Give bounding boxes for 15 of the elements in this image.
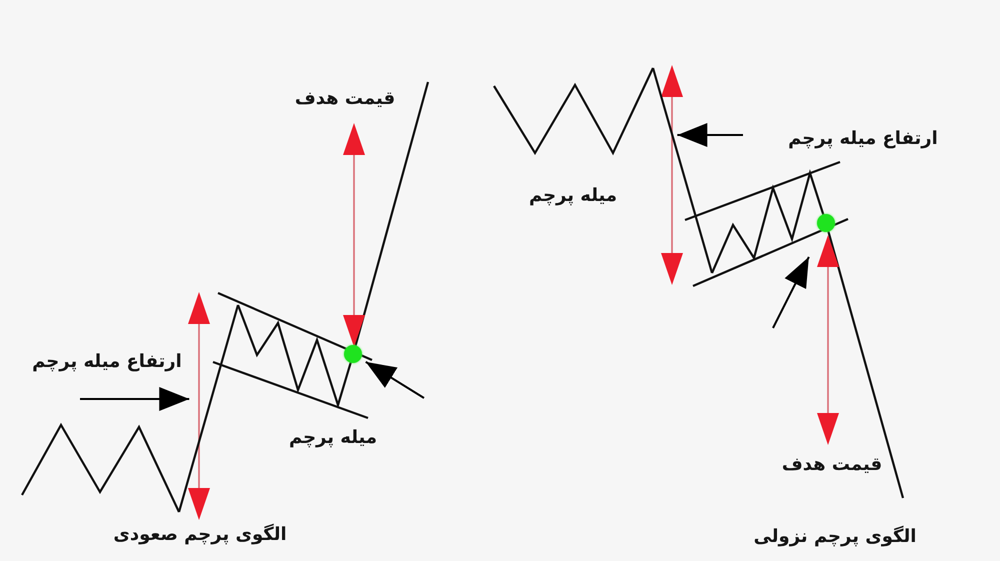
pointer-arrow <box>80 386 190 411</box>
flagpole-line <box>652 67 713 274</box>
flagpole-label: میله پرچم <box>528 185 618 208</box>
breakout-dot <box>817 214 835 232</box>
pattern-title: الگوی پرچم صعودی <box>113 524 287 546</box>
pointer-arrow <box>772 256 810 328</box>
pointer-arrow <box>677 123 743 148</box>
flagpole-label: میله پرچم <box>288 427 378 450</box>
pattern-title: الگوی پرچم نزولی <box>754 526 916 548</box>
pointer-arrow <box>365 361 425 399</box>
breakout-dot <box>344 345 362 363</box>
pole-height-label: ارتفاع میله پرچم <box>32 351 182 374</box>
target-price-label: قیمت هدف <box>294 88 396 110</box>
pole-height-label: ارتفاع میله پرچم <box>788 128 938 150</box>
target-price-label: قیمت هدف <box>782 454 882 476</box>
